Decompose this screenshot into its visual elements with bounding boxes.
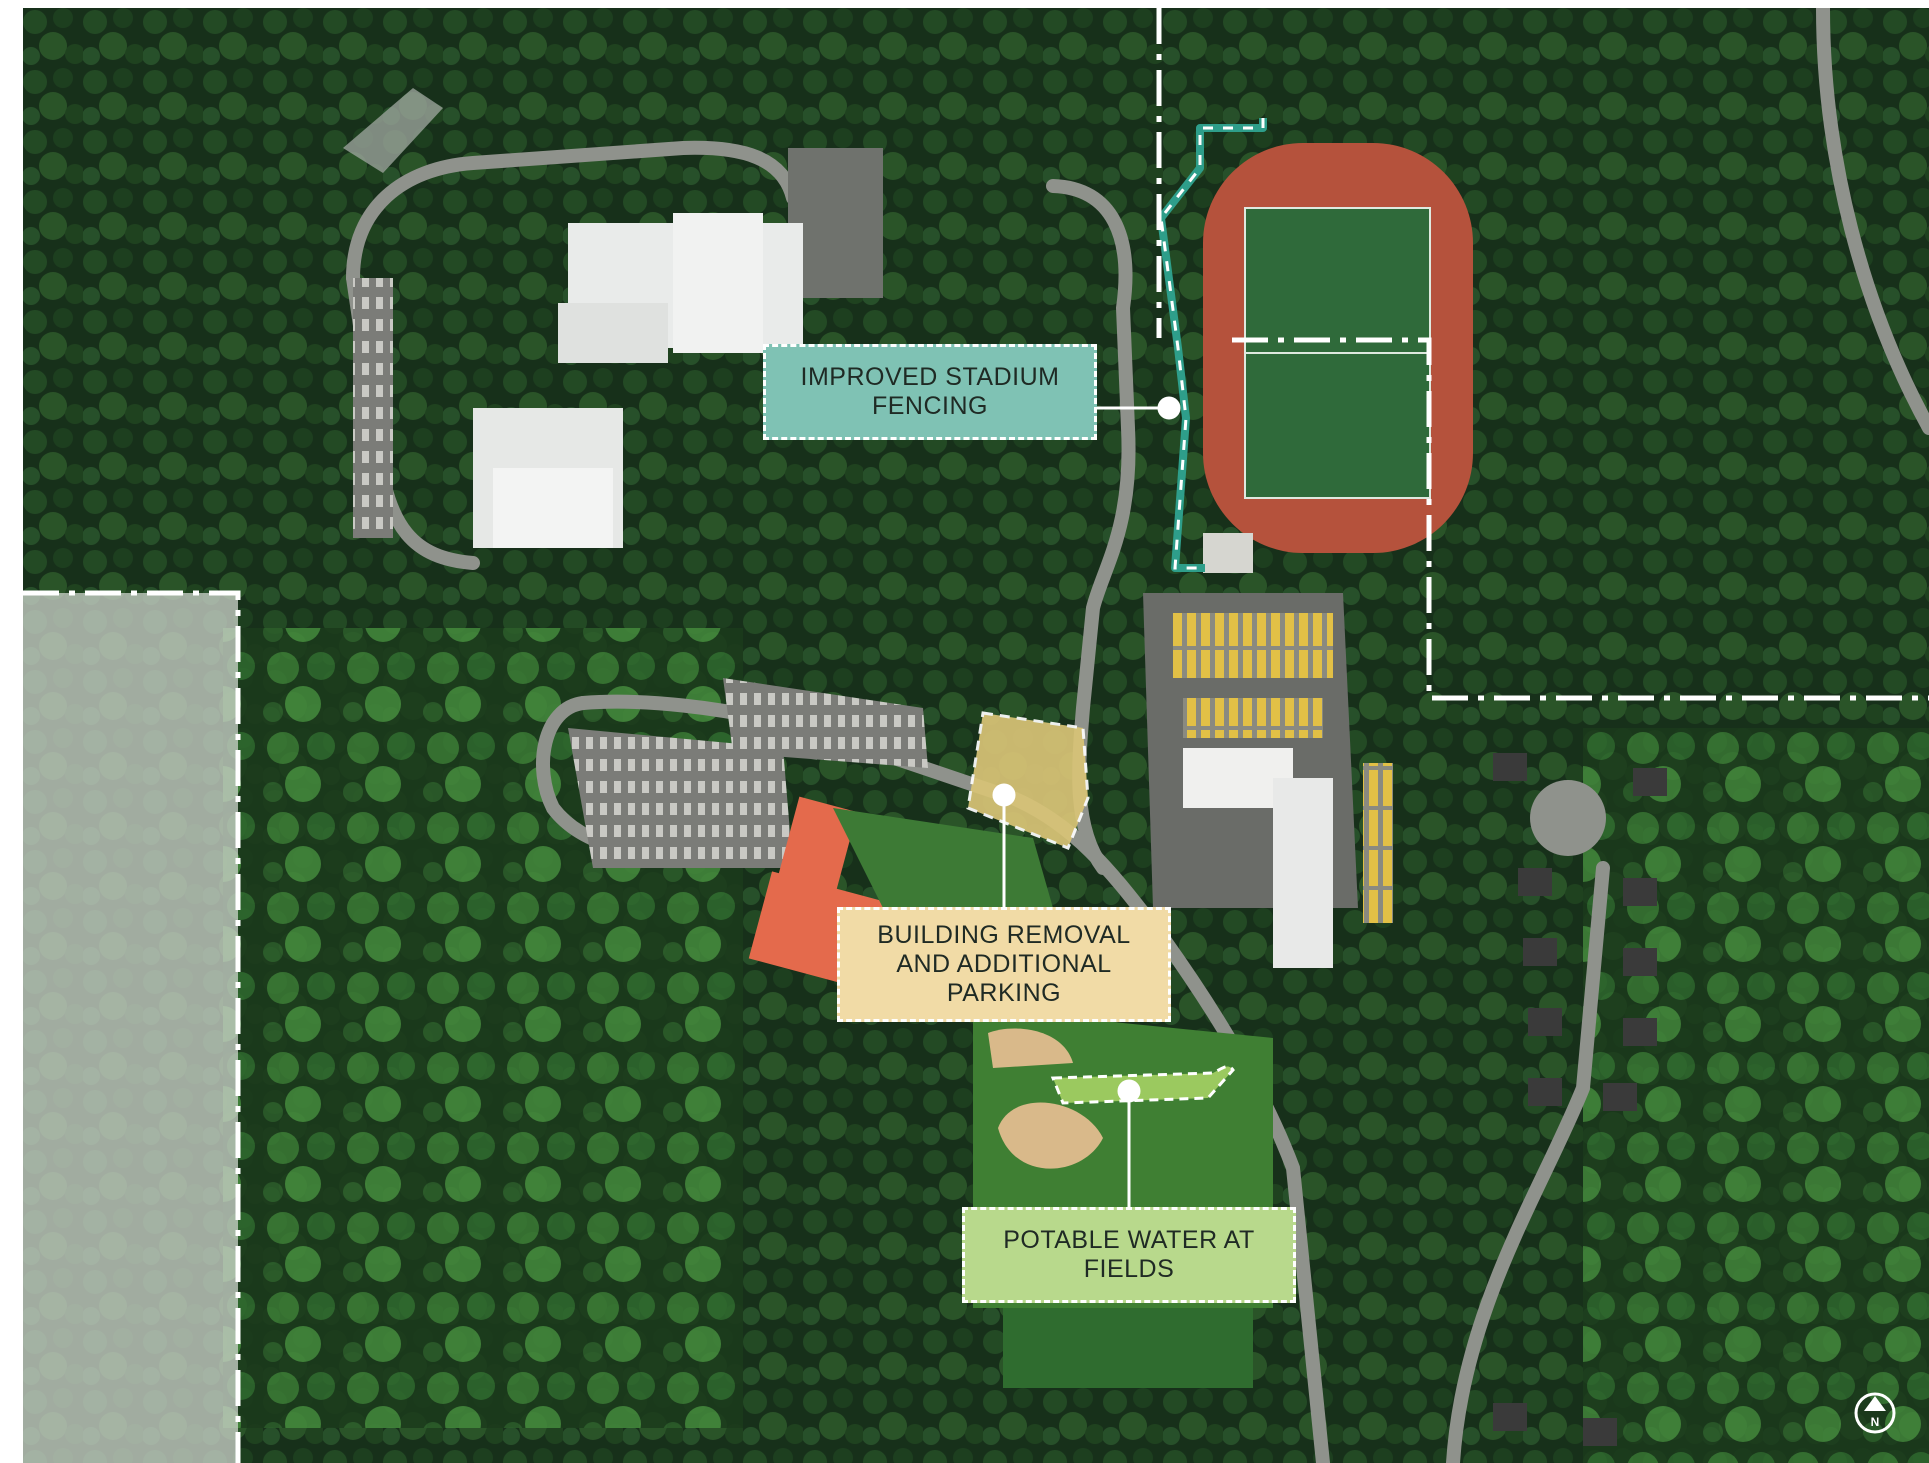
north-arrow-icon: N (1854, 1392, 1896, 1434)
aerial-imagery (23, 8, 1929, 1463)
practice-field (833, 808, 1053, 908)
callout-potable-water: POTABLE WATER AT FIELDS (962, 1207, 1296, 1303)
bus-depot (1143, 593, 1393, 968)
lower-field (1003, 1308, 1253, 1388)
property-boundaries (23, 8, 1929, 1463)
water-zone (1050, 1065, 1235, 1105)
callout-improved-stadium-fencing: IMPROVED STADIUM FENCING (763, 344, 1097, 440)
residential-area (1493, 753, 1667, 1446)
softball-infield (988, 1028, 1073, 1068)
parking-lot-north (788, 148, 883, 298)
faded-west-area (23, 593, 238, 1463)
parking-zone (966, 711, 1090, 850)
callout-parking-text: BUILDING REMOVAL AND ADDITIONAL PARKING (877, 921, 1131, 1007)
quarry (343, 88, 443, 173)
baseball-infield (998, 1102, 1103, 1169)
parking-lot-upper (723, 678, 928, 768)
forest-east (1443, 8, 1929, 728)
school-buildings (473, 213, 803, 548)
callout-water-text: POTABLE WATER AT FIELDS (1003, 1226, 1255, 1283)
callout-building-removal-parking: BUILDING REMOVAL AND ADDITIONAL PARKING (837, 907, 1171, 1022)
north-arrow-label: N (1871, 1415, 1880, 1429)
callout-fencing-text: IMPROVED STADIUM FENCING (800, 363, 1060, 420)
forest-southeast (1583, 728, 1929, 1463)
parking-lot-west (353, 278, 393, 538)
stadium (1203, 143, 1473, 573)
parking-lot-central (568, 728, 793, 868)
aerial-map (23, 8, 1929, 1463)
callout-leaders (992, 396, 1181, 1207)
